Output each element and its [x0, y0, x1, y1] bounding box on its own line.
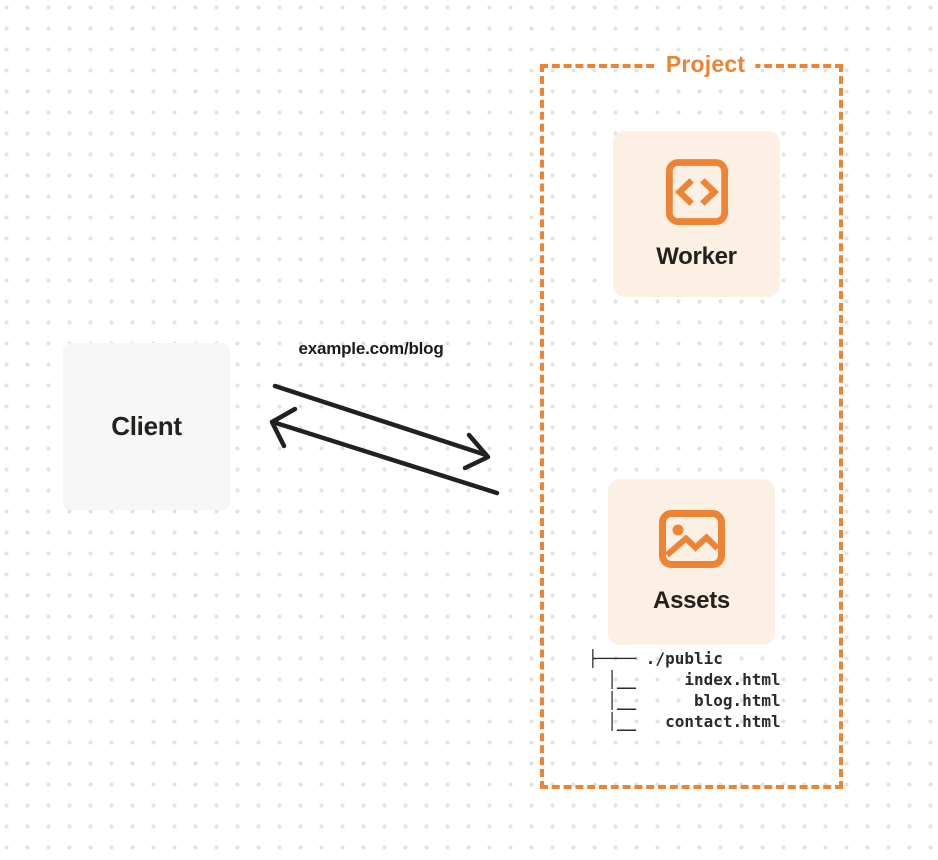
client-label: Client [111, 411, 182, 441]
assets-file-tree: ├──── ./public │__ index.html │__ blog.h… [588, 649, 781, 731]
response-arrow [269, 406, 500, 496]
request-url-label: example.com/blog [298, 339, 444, 358]
project-title: Project [655, 51, 756, 78]
code-document-icon [665, 158, 728, 225]
worker-label: Worker [656, 242, 737, 270]
request-arrow [272, 383, 491, 471]
assets-card: Assets [608, 479, 775, 645]
client-box: Client [63, 343, 230, 510]
assets-label: Assets [653, 586, 730, 614]
worker-card: Worker [613, 131, 780, 297]
image-icon [658, 509, 725, 568]
project-box: Project Worker Assets ├──── ./public │__… [540, 51, 843, 789]
